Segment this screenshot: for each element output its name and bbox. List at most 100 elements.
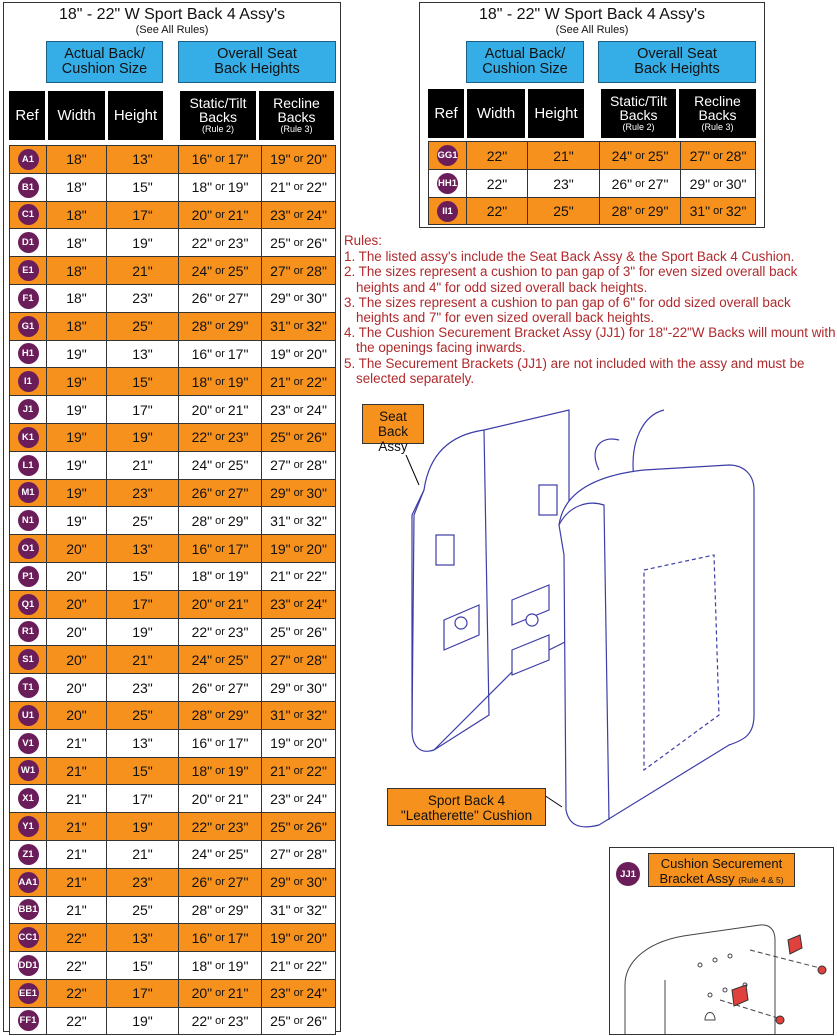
width-cell: 18" xyxy=(47,201,107,229)
left-header-width-label: Width xyxy=(57,106,96,124)
recline-height-low: 29" xyxy=(270,290,291,307)
recline-height-low: 19" xyxy=(270,151,291,168)
or-word: or xyxy=(293,153,304,166)
right-header-ref: Ref xyxy=(428,89,464,138)
width-value: 19" xyxy=(66,429,87,446)
recline-height-high: 30" xyxy=(306,874,327,891)
width-cell: 18" xyxy=(47,173,107,201)
left-table-title: 18" - 22" W Sport Back 4 Assy's xyxy=(58,6,286,23)
right-table-panel: 18" - 22" W Sport Back 4 Assy's (See All… xyxy=(419,2,765,228)
static-height-high: 19" xyxy=(227,957,249,974)
width-cell: 19" xyxy=(47,396,107,423)
left-header-recline-rule: (Rule 3) xyxy=(280,124,313,134)
width-cell: 19" xyxy=(47,451,107,479)
width-cell: 19" xyxy=(47,340,107,368)
recline-height-low: 25" xyxy=(270,818,291,835)
static-height-low: 26" xyxy=(191,679,213,696)
ref-badge: F1 xyxy=(17,287,39,309)
ref-badge: O1 xyxy=(17,538,39,560)
width-cell: 20" xyxy=(47,590,107,618)
recline-height-high: 28" xyxy=(306,651,327,668)
recline-height-low: 27" xyxy=(689,147,711,164)
left-table-subtitle: (See All Rules) xyxy=(135,24,209,36)
ref-badge: Z1 xyxy=(17,843,39,865)
or-word: or xyxy=(293,764,304,777)
left-header-recline-label: Recline Backs xyxy=(273,95,320,125)
width-cell: 20" xyxy=(47,535,107,562)
static-height-high: 21" xyxy=(227,596,249,613)
width-value: 18" xyxy=(66,151,87,168)
recline-height-high: 20" xyxy=(306,735,327,752)
ref-badge: L1 xyxy=(17,454,39,476)
static-height-low: 20" xyxy=(191,985,213,1002)
static-height-low: 24" xyxy=(191,651,213,668)
height-value: 19" xyxy=(132,1012,153,1029)
ref-badge: G1 xyxy=(17,315,39,337)
cushion-callout: Sport Back 4 "Leatherette" Cushion xyxy=(387,788,546,826)
bracket-callout-line2: Bracket Assy xyxy=(659,871,735,886)
bracket-part-upper xyxy=(787,934,803,955)
recline-height-low: 21" xyxy=(270,762,291,779)
recline-height-low: 21" xyxy=(270,568,291,585)
height-value: 19" xyxy=(132,429,153,446)
bracket-screw-upper xyxy=(817,965,827,975)
height-cell: 17" xyxy=(107,980,179,1007)
height-value: 23" xyxy=(553,175,574,192)
width-cell: 21" xyxy=(47,785,107,813)
height-cell: 19" xyxy=(107,229,179,257)
height-value: 15" xyxy=(132,762,153,779)
height-value: 21" xyxy=(132,262,153,279)
ref-badge: CC1 xyxy=(17,927,39,949)
recline-height-high: 22" xyxy=(306,762,327,779)
ref-badge: J1 xyxy=(17,399,39,421)
width-value: 21" xyxy=(66,846,87,863)
width-value: 22" xyxy=(66,1012,87,1029)
static-height-high: 17" xyxy=(227,929,249,946)
or-word: or xyxy=(293,848,304,861)
recline-height-high: 26" xyxy=(306,818,327,835)
ref-cell: R1 xyxy=(9,618,47,646)
width-value: 22" xyxy=(486,175,508,192)
width-value: 21" xyxy=(66,818,87,835)
recline-height-low: 25" xyxy=(270,234,291,251)
or-word: or xyxy=(713,149,723,162)
width-value: 22" xyxy=(486,147,508,164)
recline-height-low: 29" xyxy=(689,175,711,192)
ref-cell: E1 xyxy=(9,257,47,284)
height-value: 13" xyxy=(132,151,153,168)
width-cell: 18" xyxy=(47,146,107,173)
or-word: or xyxy=(215,931,225,944)
right-group-overall-heights-label: Overall Seat Back Heights xyxy=(634,46,720,77)
or-word: or xyxy=(293,903,304,916)
recline-height-high: 26" xyxy=(306,234,327,251)
ref-badge: V1 xyxy=(17,732,39,754)
height-value: 25" xyxy=(132,318,153,335)
seat-back-illustration xyxy=(405,409,755,828)
ref-cell: O1 xyxy=(9,535,47,562)
or-word: or xyxy=(293,542,304,555)
left-header-static-rule: (Rule 2) xyxy=(201,124,234,134)
recline-height-high: 26" xyxy=(306,1012,327,1029)
width-cell: 21" xyxy=(47,729,107,757)
height-value: 25" xyxy=(553,203,574,219)
bracket-callout-rule: (Rule 4 & 5) xyxy=(738,875,784,885)
recline-height-high: 32" xyxy=(725,203,747,219)
